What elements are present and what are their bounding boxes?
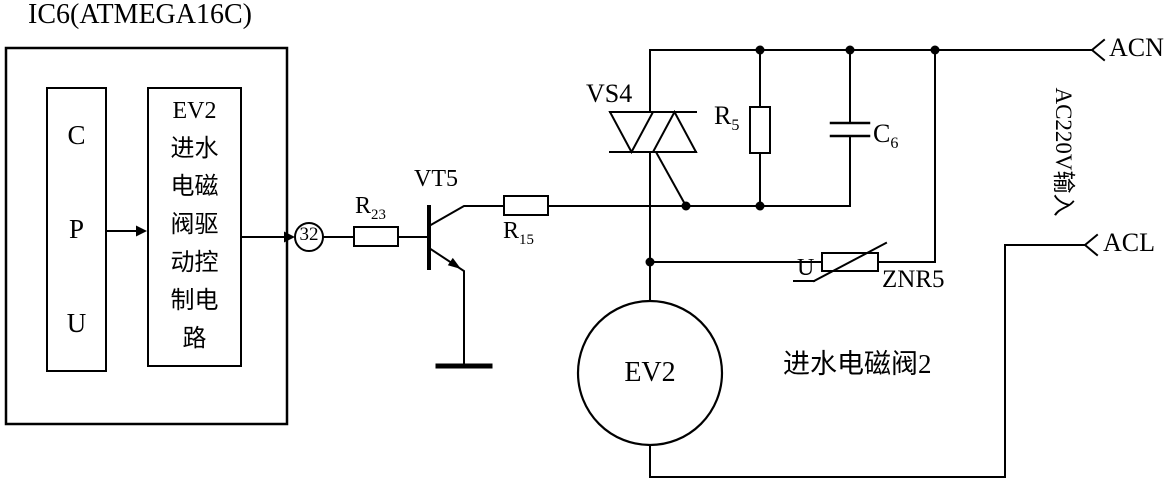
driver-text-line: 电磁 [170,174,219,200]
ac-input-label: AC220V输入 [1051,87,1076,217]
wire-emitter-to-ground [427,246,465,367]
r15-label-base: R [503,218,520,244]
c6-label-sub: 6 [890,135,899,153]
r23-label: R23 [355,193,386,223]
valve-caption: 进水电磁阀2 [783,349,932,379]
driver-text-line: 进水 [170,136,219,162]
cpu-letter-column: C P U [47,88,106,371]
wire-collector-to-r15 [427,205,505,228]
driver-text-line: EV2 [172,98,217,124]
acl-terminal-chevron [1083,233,1099,257]
driver-text-line: 路 [182,326,207,352]
junction-dot [645,257,655,267]
ic6-title: IC6(ATMEGA16C) [28,0,252,30]
varistor-u-label: U [797,255,815,281]
znr5-label: ZNR5 [882,266,945,293]
c6-label: C6 [873,120,898,153]
c6-label-base: C [873,119,891,148]
driver-text-line: 制电 [170,288,219,314]
junction-dot [930,45,940,55]
r15-label: R15 [503,218,534,248]
cpu-box [46,87,107,372]
acl-label: ACL [1103,228,1155,257]
r23-label-sub: 23 [371,206,386,223]
junction-dot [681,201,691,211]
resistor-r15-body [503,195,549,216]
r5-label: R5 [714,102,739,135]
junction-dot [755,45,765,55]
pin-32-circle [294,222,324,252]
driver-text-line: 阀驱 [170,212,219,238]
cpu-letter: C [67,119,86,150]
r15-label-sub: 15 [519,231,534,248]
resistor-r5-body [749,106,771,154]
ev2-valve-circle [576,299,724,447]
driver-box [147,87,242,367]
driver-text-line: 动控 [170,250,219,276]
r5-label-sub: 5 [731,117,740,135]
junction-dot [845,45,855,55]
ev2-label: EV2 [624,357,676,388]
r5-label-base: R [714,101,732,130]
pin-32-label: 32 [299,224,319,245]
emitter-arrowhead-icon [447,257,461,269]
vt5-label: VT5 [414,166,458,192]
acn-label: ACN [1109,33,1164,62]
cpu-letter: U [66,308,87,339]
r23-label-base: R [355,193,372,219]
cpu-to-driver-arrowhead-icon [136,225,147,237]
driver-box-text: EV2 进水 电磁 阀驱 动控 制电 路 [148,92,241,358]
ic6-outline-box [4,46,289,426]
wire-varistor-branch [649,49,936,263]
triac-vs4-triangle-left [608,111,655,155]
wire-valve-to-acl [649,244,1086,478]
resistor-r23-body [353,226,399,247]
driver-to-pin-arrowhead-icon [284,231,295,243]
triac-vs4-triangle-right [651,109,698,153]
acn-terminal-chevron [1090,38,1106,62]
varistor-znr5-diagonal [812,241,888,283]
wire-triac-gate [654,150,688,208]
junction-dot [755,201,765,211]
cpu-letter: P [68,213,85,244]
vs4-label: VS4 [586,79,633,108]
